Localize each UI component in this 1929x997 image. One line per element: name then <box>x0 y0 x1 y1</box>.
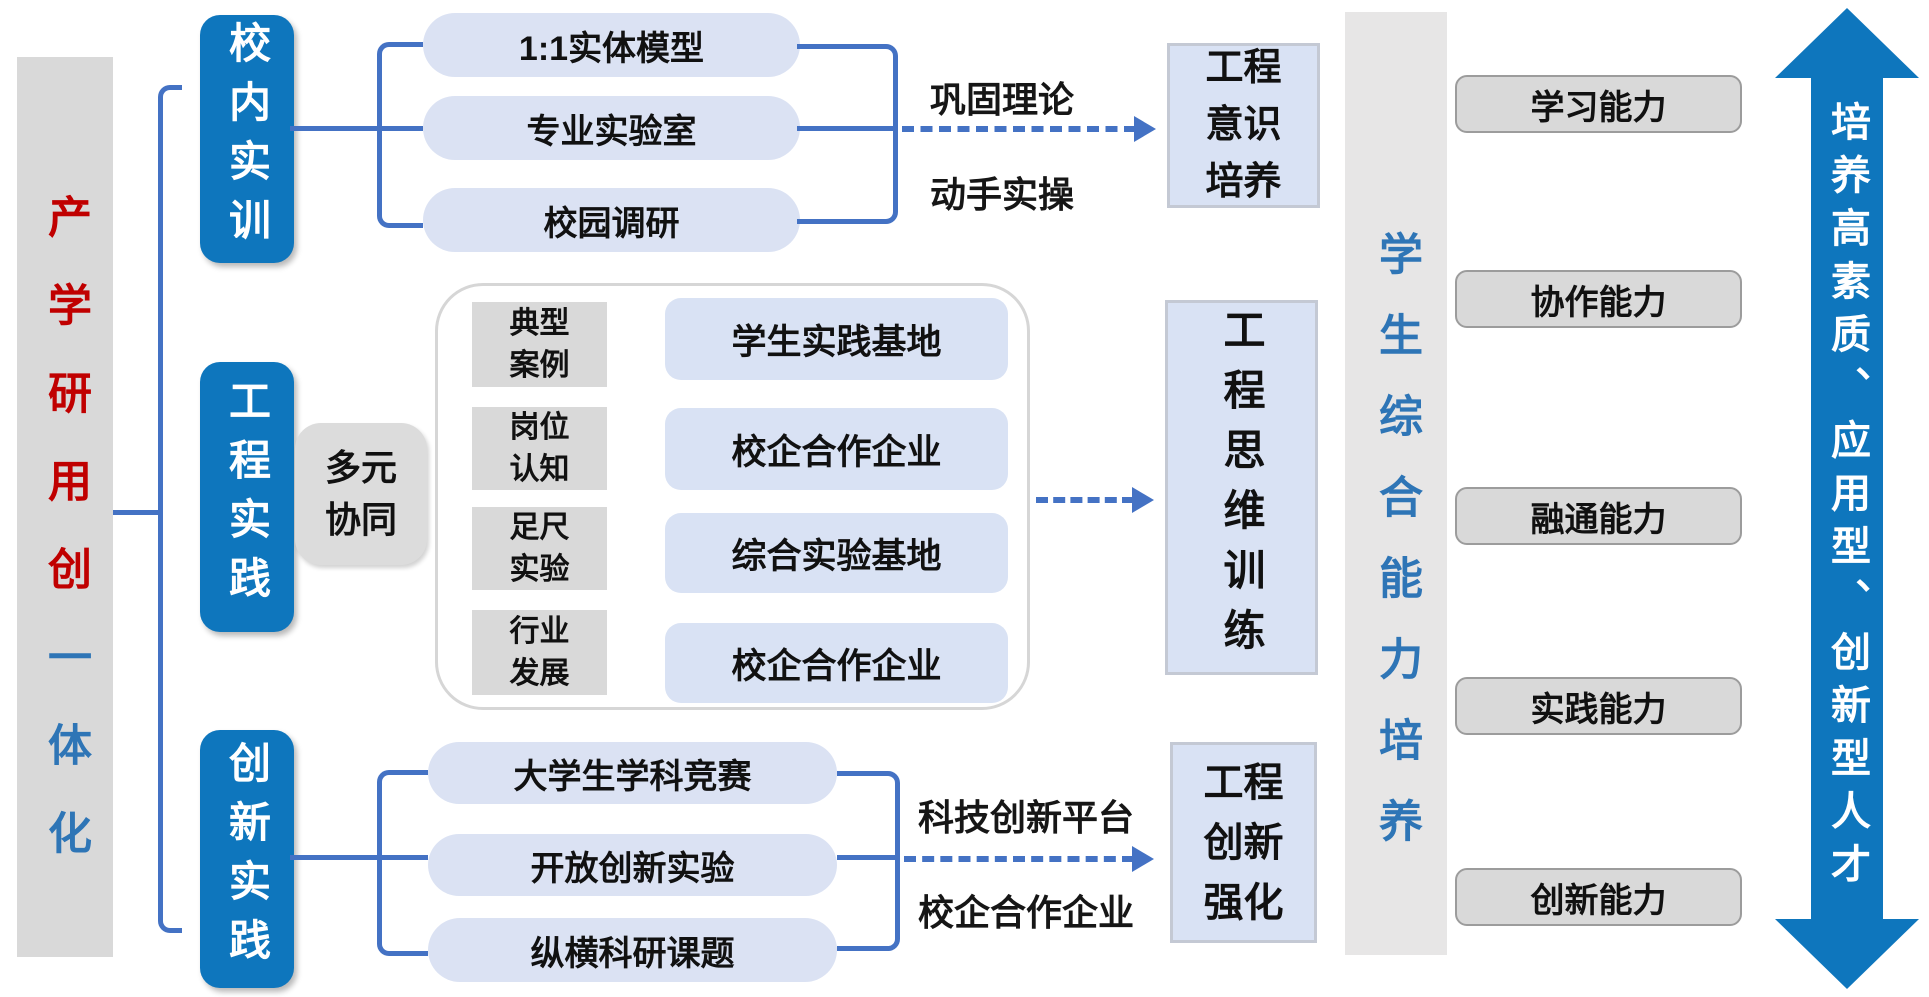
outcome-box-engineering-thinking-label: 工程思维训练 <box>1218 307 1265 668</box>
branch-box-engineering-practice: 工程实践 <box>200 362 294 632</box>
theme-bar: 产学研用创一体化 <box>17 57 113 957</box>
theme-text-blue: 一体化 <box>41 634 90 898</box>
innovation-right-connector-line <box>837 855 900 860</box>
goal-arrow-down-icon <box>1775 919 1919 989</box>
branch-box-innovation-label: 创新实践 <box>223 741 271 977</box>
engineering-item-comprehensive-lab-base: 综合实验基地 <box>665 513 1008 593</box>
main-bracket-line <box>158 85 182 933</box>
theme-bar-text: 产学研用创一体化 <box>17 194 113 898</box>
engineering-item-cooperative-enterprise-1: 校企合作企业 <box>665 408 1008 490</box>
ability-bar: 学生综合能力培养 <box>1345 12 1447 955</box>
ability-box-practice: 实践能力 <box>1455 677 1742 735</box>
engineering-dashed-arrow-line <box>1036 497 1134 503</box>
campus-pill-lab: 专业实验室 <box>423 96 800 160</box>
innovation-note-enterprise: 校企合作企业 <box>918 892 1135 933</box>
innovation-pill-research-project: 纵横科研课题 <box>428 918 837 982</box>
connector-box-multi-synergy: 多元协同 <box>295 423 427 565</box>
ability-bar-label: 学生综合能力培养 <box>1372 230 1421 879</box>
theme-text-red: 产学研用创 <box>41 194 90 634</box>
engineering-tag-typical-case: 典型案例 <box>472 302 607 387</box>
campus-left-bracket-line <box>377 42 423 228</box>
campus-note-practice: 动手实操 <box>930 174 1075 215</box>
innovation-left-bracket-line <box>377 770 428 956</box>
engineering-tag-industry-development: 行业发展 <box>472 610 607 695</box>
innovation-connector-line <box>290 855 428 860</box>
engineering-item-practice-base: 学生实践基地 <box>665 298 1008 380</box>
campus-arrowhead-icon <box>1134 116 1156 142</box>
innovation-dashed-arrow-line <box>904 856 1134 862</box>
branch-box-campus-training: 校内实训 <box>200 15 294 263</box>
ability-box-collaboration: 协作能力 <box>1455 270 1742 328</box>
engineering-item-cooperative-enterprise-2: 校企合作企业 <box>665 623 1008 703</box>
campus-pill-model: 1:1实体模型 <box>423 13 800 77</box>
ability-box-learning: 学习能力 <box>1455 75 1742 133</box>
ability-box-integration: 融通能力 <box>1455 487 1742 545</box>
ability-box-innovation: 创新能力 <box>1455 868 1742 926</box>
branch-box-innovation-practice: 创新实践 <box>200 730 294 988</box>
innovation-arrowhead-icon <box>1132 846 1154 872</box>
branch-box-campus-label: 校内实训 <box>223 21 271 257</box>
outcome-box-engineering-thinking: 工程思维训练 <box>1165 300 1318 675</box>
campus-pill-survey: 校园调研 <box>423 188 800 252</box>
innovation-right-bracket-line <box>837 771 900 951</box>
campus-right-bracket-line <box>797 44 898 224</box>
campus-connector-line <box>290 126 423 131</box>
outcome-box-engineering-awareness: 工程意识培养 <box>1167 43 1320 208</box>
campus-dashed-arrow-line <box>902 126 1136 132</box>
engineering-tag-fullscale-experiment: 足尺实验 <box>472 507 607 590</box>
main-bracket-tick-line <box>113 510 161 515</box>
innovation-pill-open-experiment: 开放创新实验 <box>428 834 837 896</box>
engineering-arrowhead-icon <box>1132 487 1154 513</box>
goal-arrow-up-icon <box>1775 8 1919 78</box>
campus-note-theory: 巩固理论 <box>930 79 1075 120</box>
campus-right-connector-line <box>797 126 898 131</box>
goal-arrow-label: 培养高素质、应用型、创新型人才 <box>1825 101 1869 896</box>
goal-arrow-label-wrap: 培养高素质、应用型、创新型人才 <box>1811 74 1883 923</box>
branch-box-engineering-label: 工程实践 <box>223 379 271 615</box>
goal-arrow-shaft <box>1811 74 1883 923</box>
engineering-tag-post-cognition: 岗位认知 <box>472 407 607 490</box>
outcome-box-innovation-strengthen: 工程创新强化 <box>1170 742 1317 943</box>
innovation-note-platform: 科技创新平台 <box>918 797 1135 838</box>
innovation-pill-competition: 大学生学科竞赛 <box>428 742 837 804</box>
